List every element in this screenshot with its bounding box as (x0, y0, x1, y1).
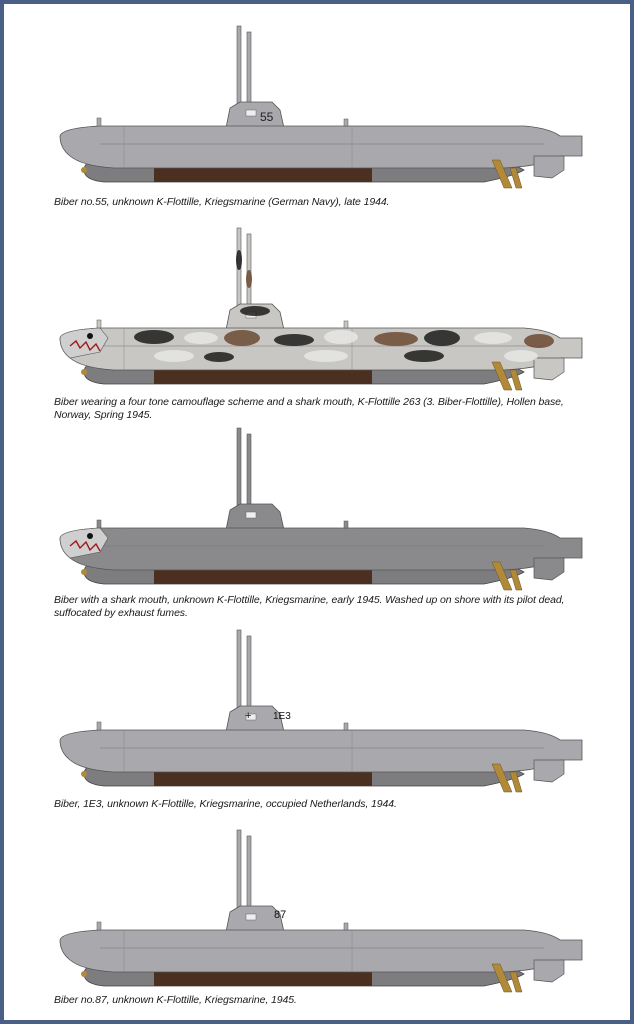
shark-mouth-nose (59, 327, 109, 359)
periscope (236, 629, 242, 711)
submarine-profile-2: Biber wearing a four tone camouflage sch… (4, 220, 630, 421)
deck-fitting (343, 722, 349, 731)
shark-mouth-nose (59, 527, 109, 559)
stern-rudder (533, 557, 565, 581)
propeller (491, 561, 513, 591)
camouflage-patch (524, 334, 554, 348)
stern-rudder (533, 759, 565, 783)
camouflage-patch (134, 330, 174, 344)
shark-mouth-teeth (69, 339, 101, 352)
camouflage-patch (474, 332, 512, 344)
periscope (236, 25, 242, 107)
propeller (491, 159, 513, 189)
deck-fitting (96, 117, 102, 127)
tower-window (245, 511, 257, 519)
shark-mouth-teeth (69, 539, 101, 552)
profile-caption: Biber with a shark mouth, unknown K-Flot… (54, 594, 565, 619)
hull (59, 527, 583, 571)
periscope (236, 427, 242, 509)
stern-rudder (533, 357, 565, 381)
profile-caption: Biber no.87, unknown K-Flottille, Kriegs… (54, 994, 297, 1006)
torpedo-pistol (81, 971, 87, 977)
periscope (246, 31, 252, 107)
propeller (509, 971, 523, 993)
tower-window (245, 109, 257, 117)
torpedo-pistol (81, 569, 87, 575)
periscope (246, 433, 252, 509)
camouflage-patch (240, 306, 270, 316)
periscope (246, 635, 252, 711)
camouflage-patch (246, 270, 252, 288)
deck-fitting (96, 921, 102, 931)
propeller (491, 763, 513, 793)
biber-camouflage-shark-mouth-illustration (59, 227, 583, 391)
submarine-profile-5: 87 Biber no.87, unknown K-Flottille, Kri… (4, 822, 630, 1006)
deck-fitting (96, 519, 102, 529)
deck-fitting (343, 320, 349, 329)
stern-rudder (533, 959, 565, 983)
deck-fitting (343, 922, 349, 931)
camouflage-patch (424, 330, 460, 346)
torpedo-pistol (81, 167, 87, 173)
hull (59, 125, 583, 169)
camouflage-patch (504, 350, 538, 362)
tower-window (245, 713, 257, 721)
camouflage-patch (224, 330, 260, 346)
deck-fitting (343, 520, 349, 529)
camouflage-patch (236, 250, 242, 270)
shark-eye (87, 533, 93, 539)
torpedo-pistol (81, 369, 87, 375)
stern-rudder (533, 155, 565, 179)
propeller (509, 569, 523, 591)
hull (59, 929, 583, 973)
propeller (509, 771, 523, 793)
profile-caption: Biber wearing a four tone camouflage sch… (54, 396, 564, 421)
profile-sheet: 55 Biber no.55, unknown K-Flottille, Kri… (4, 4, 630, 1020)
deck-fitting (96, 319, 102, 329)
hull-number-marking: 1E3 (273, 711, 291, 722)
torpedo-pistol (81, 771, 87, 777)
tower-window (245, 913, 257, 921)
biber-submarine-87-illustration: 87 (59, 829, 583, 993)
hull (59, 729, 583, 773)
deck-fitting (343, 118, 349, 127)
deck-fitting (96, 721, 102, 731)
propeller (491, 963, 513, 993)
camouflage-patch (154, 350, 194, 362)
biber-shark-mouth-illustration (59, 427, 583, 591)
camouflage-patch (404, 350, 444, 362)
camouflage-patch (304, 350, 348, 362)
shark-eye (87, 333, 93, 339)
submarine-profile-4: + 1E3 Biber, 1E3, unknown K-Flottille, K… (4, 622, 630, 810)
propeller (509, 369, 523, 391)
periscope (236, 829, 242, 911)
camouflage-patch (374, 332, 418, 346)
hull-number-marking: 55 (260, 110, 274, 124)
submarine-profile-1: 55 Biber no.55, unknown K-Flottille, Kri… (4, 18, 630, 208)
biber-submarine-55-illustration: 55 (59, 25, 583, 189)
periscope (246, 835, 252, 911)
propeller (491, 361, 513, 391)
propeller (509, 167, 523, 189)
submarine-profile-3: Biber with a shark mouth, unknown K-Flot… (4, 420, 630, 619)
hull-number-marking: 87 (274, 909, 286, 921)
balkenkreuz-marking: + (245, 710, 251, 722)
camouflage-patch (324, 330, 358, 344)
camouflage-patch (184, 332, 218, 344)
camouflage-patch (204, 352, 234, 362)
biber-1e3-illustration: + 1E3 (59, 629, 583, 793)
profile-caption: Biber no.55, unknown K-Flottille, Kriegs… (54, 196, 390, 208)
profile-caption: Biber, 1E3, unknown K-Flottille, Kriegsm… (54, 798, 397, 810)
camouflage-patch (274, 334, 314, 346)
